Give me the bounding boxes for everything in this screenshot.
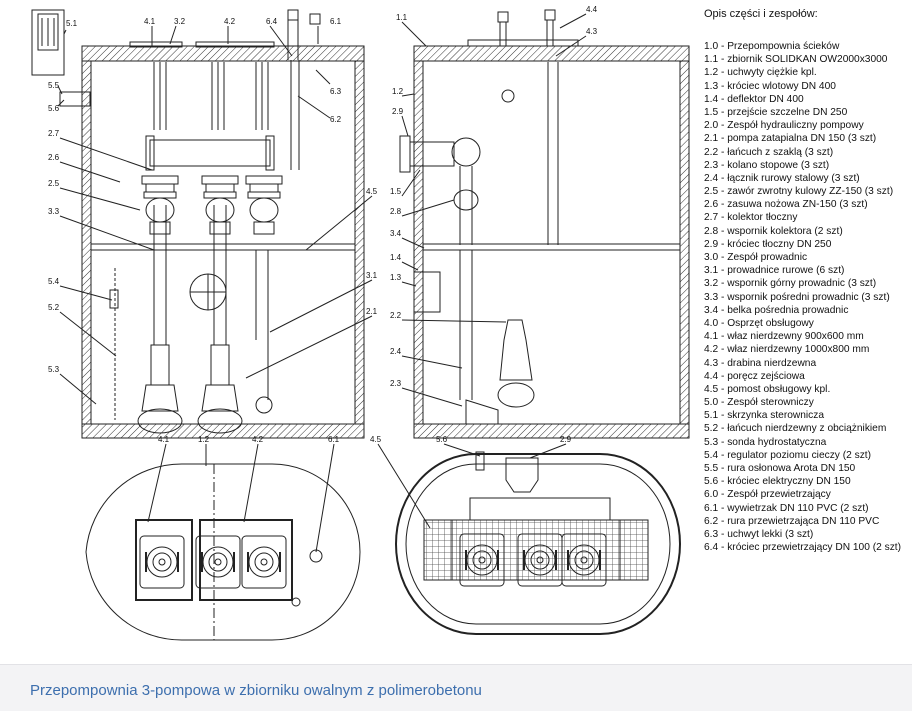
label: 3.1 [366, 271, 378, 280]
legend-item: 2.7 - kolektor tłoczny [704, 212, 798, 224]
legend-item: 4.5 - pomost obsługowy kpl. [704, 383, 831, 395]
plan-left [85, 463, 361, 641]
legend-item: 4.3 - drabina nierdzewna [704, 357, 817, 369]
legend-item: 5.5 - rura osłonowa Arota DN 150 [704, 463, 856, 474]
legend-item: 6.4 - króciec przewietrzający DN 100 (2 … [704, 542, 902, 554]
legend-item: 5.3 - sonda hydrostatyczna [704, 436, 827, 448]
label: 2.6 [48, 153, 60, 162]
label: 4.1 [144, 17, 156, 26]
tank-bottom-slab [81, 423, 365, 439]
legend-item: 4.2 - właz nierdzewny 1000x800 mm [704, 344, 870, 356]
label: 5.1 [66, 19, 78, 28]
legend-item: 5.0 - Zespół sterowniczy [704, 397, 814, 409]
label: 2.4 [390, 347, 402, 356]
legend-item: 6.3 - uchwyt lekki (3 szt) [704, 528, 814, 540]
label: 3.4 [390, 229, 402, 238]
legend-item: 6.0 - Zespół przewietrzający [704, 489, 831, 501]
label: 1.4 [390, 253, 402, 262]
label: 6.4 [266, 17, 278, 26]
legend-item: 2.8 - wspornik kolektora (2 szt) [704, 225, 843, 237]
label: 4.4 [586, 5, 598, 14]
caption-bar: Przepompownia 3-pompowa w zbiorniku owal… [0, 664, 912, 711]
legend-item: 3.1 - prowadnice rurowe (6 szt) [704, 265, 845, 277]
label: 2.9 [392, 107, 404, 116]
label: 6.2 [330, 115, 342, 124]
legend-item: 1.3 - króciec wlotowy DN 400 [704, 80, 836, 92]
label: 2.2 [390, 311, 402, 320]
legend-item: 2.3 - kolano stopowe (3 szt) [704, 159, 830, 171]
legend-item: 1.0 - Przepompownia ścieków [704, 41, 840, 52]
part-labels: 5.1 4.1 3.2 4.2 6.4 6.1 5.5 6.3 5.6 6.2 … [48, 5, 598, 444]
caption: Przepompownia 3-pompowa w zbiorniku owal… [30, 682, 482, 699]
legend-item: 1.5 - przejście szczelne DN 250 [704, 106, 848, 118]
label: 1.2 [392, 87, 404, 96]
label: 2.8 [390, 207, 402, 216]
label: 3.3 [48, 207, 60, 216]
label: 4.5 [366, 187, 378, 196]
label: 4.3 [586, 27, 598, 36]
label: 5.5 [48, 81, 60, 90]
collector [149, 139, 271, 167]
label: 1.3 [390, 273, 402, 282]
legend-item: 2.1 - pompa zatapialna DN 150 (3 szt) [704, 133, 877, 145]
label: 5.6 [48, 104, 60, 113]
legend-item: 2.6 - zasuwa nożowa ZN-150 (3 szt) [704, 199, 868, 211]
label: 1.1 [396, 13, 408, 22]
legend-item: 2.2 - łańcuch z szaklą (3 szt) [704, 146, 834, 158]
legend-item: 3.4 - belka pośrednia prowadnic [704, 304, 849, 316]
legend-item: 2.0 - Zespół hydrauliczny pompowy [704, 120, 864, 132]
legend-item: 3.0 - Zespół prowadnic [704, 252, 808, 263]
legend-item: 3.2 - wspornik górny prowadnic (3 szt) [704, 278, 877, 290]
legend-item: 5.2 - łańcuch nierdzewny z obciążnikiem [704, 423, 887, 435]
legend-item: 4.0 - Osprzęt obsługowy [704, 317, 814, 329]
label: 6.1 [330, 17, 342, 26]
label: 2.3 [390, 379, 402, 388]
legend-item: 6.2 - rura przewietrzająca DN 110 PVC [704, 515, 880, 527]
parts-legend: Opis części i zespołów: 1.0 - Przepompow… [704, 8, 908, 554]
technical-drawing: 5.1 4.1 3.2 4.2 6.4 6.1 5.5 6.3 5.6 6.2 … [31, 5, 690, 641]
front-elevation [31, 9, 365, 439]
legend-item: 5.6 - króciec elektryczny DN 150 [704, 476, 851, 488]
label: 4.1 [158, 435, 170, 444]
label: 5.3 [48, 365, 60, 374]
legend-list: 1.0 - Przepompownia ścieków 1.1 - zbiorni… [704, 40, 908, 554]
label: 3.2 [174, 17, 186, 26]
legend-item: 5.1 - skrzynka sterownicza [704, 410, 825, 422]
legend-item: 1.2 - uchwyty ciężkie kpl. [704, 67, 817, 79]
plan-right [394, 451, 682, 635]
label: 4.5 [370, 435, 382, 444]
control-cabinet [31, 9, 65, 76]
leader-lines [57, 13, 587, 553]
label: 5.4 [48, 277, 60, 286]
side-elevation [399, 9, 690, 439]
legend-item: 5.4 - regulator poziomu cieczy (2 szt) [704, 449, 872, 461]
label: 2.1 [366, 307, 378, 316]
legend-item: 4.4 - poręcz zejściowa [704, 370, 805, 382]
legend-item: 6.1 - wywietrzak DN 110 PVC (2 szt) [704, 502, 869, 514]
label: 2.5 [48, 179, 60, 188]
tank-top-slab [81, 45, 365, 62]
label: 2.7 [48, 129, 60, 138]
label: 2.9 [560, 435, 572, 444]
label: 6.3 [330, 87, 342, 96]
label: 1.2 [198, 435, 210, 444]
label: 4.2 [224, 17, 236, 26]
legend-title: Opis części i zespołów: [704, 8, 818, 20]
legend-item: 2.5 - zawór zwrotny kulowy ZZ-150 (3 szt… [704, 186, 894, 198]
legend-item: 3.3 - wspornik pośredni prowadnic (3 szt… [704, 291, 890, 303]
label: 1.5 [390, 187, 402, 196]
legend-item: 1.4 - deflektor DN 400 [704, 93, 804, 105]
label: 4.2 [252, 435, 264, 444]
legend-item: 2.9 - króciec tłoczny DN 250 [704, 238, 832, 250]
label: 5.6 [436, 435, 448, 444]
legend-item: 1.1 - zbiornik SOLIDKAN OW2000x3000 [704, 54, 888, 66]
label: 5.2 [48, 303, 60, 312]
label: 6.1 [328, 435, 340, 444]
legend-item: 2.4 - łącznik rurowy stalowy (3 szt) [704, 172, 860, 184]
legend-item: 4.1 - właz nierdzewny 900x600 mm [704, 331, 864, 343]
